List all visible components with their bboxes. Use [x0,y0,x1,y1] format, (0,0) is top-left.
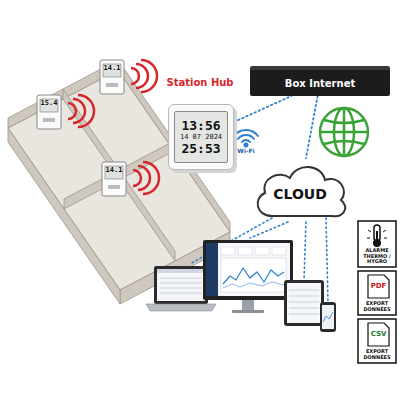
sensor-reading: 14.1 [103,65,121,73]
building-walls [8,60,230,304]
hub-heading: Station Hub [165,77,235,89]
wifi-label: Wi-Fi [232,148,260,155]
sensor-device [37,95,94,129]
feature-label: EXPORT DONNÉES [359,349,395,360]
phone-device [320,302,336,332]
sensor-reading: 15.4 [40,100,58,108]
feature-label: EXPORT DONNÉES [359,301,395,312]
feature-label: ALARME THERMO / HYGRO [359,248,395,265]
hub-station: 13:5614 07 202425:53Station Hub [168,104,234,170]
sensor-reading: 14.1 [105,167,123,175]
wifi-symbol [234,130,258,147]
display-value: 14 07 2024 [180,133,222,142]
csv-icon [358,319,396,363]
hub-display: 13:5614 07 202425:53 [174,111,228,163]
globe-icon [320,108,368,156]
sensor-device [100,60,157,94]
pdf-icon [358,271,396,315]
cloud-label: CLOUD [273,186,327,202]
internet-box: Box Internet [250,70,390,96]
file-type: PDF [368,283,389,291]
box-label: Box Internet [285,78,355,89]
cloud-shape: CLOUD [250,158,350,222]
file-type: CSV [368,331,389,339]
display-value: 25:53 [181,142,220,156]
display-value: 13:56 [181,119,220,133]
sensor-device [102,162,159,196]
network-link [306,96,318,158]
tablet-device [284,280,324,326]
alarm-icon [358,221,396,267]
desktop-device [203,240,293,313]
network-link [234,96,291,122]
